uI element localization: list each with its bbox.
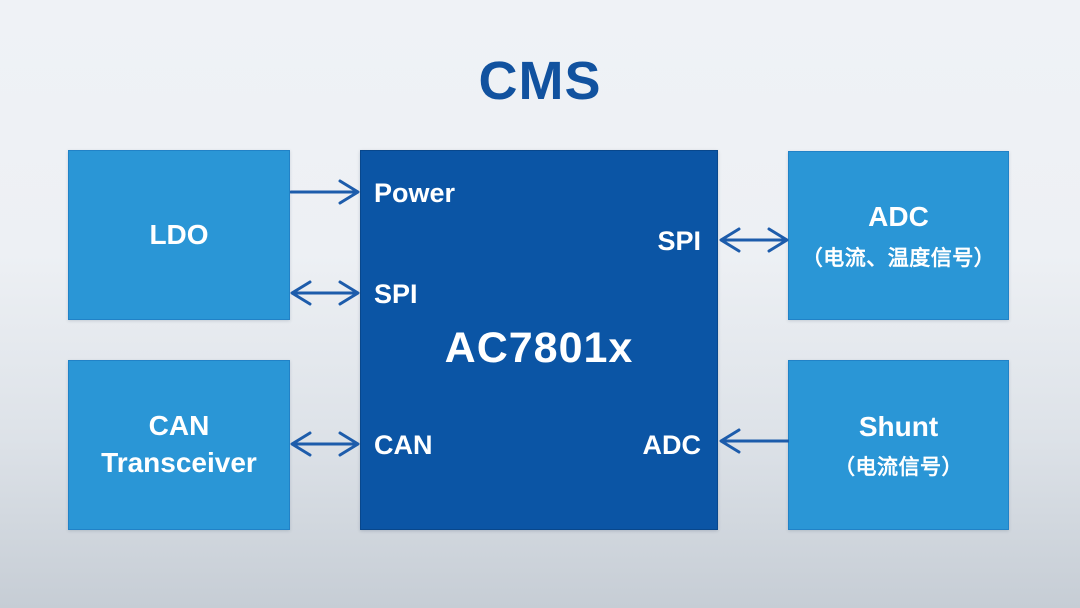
- adc-sublabel: （电流、温度信号）: [801, 246, 996, 270]
- chip-port-spi-right: SPI: [657, 226, 701, 256]
- chip-port-power: Power: [374, 178, 456, 208]
- arrow-ldo-spi-bidirectional-icon: [290, 273, 360, 313]
- shunt-sublabel: （电流信号）: [834, 456, 963, 480]
- block-ldo: LDO: [68, 150, 290, 320]
- chip-port-can: CAN: [374, 430, 433, 460]
- arrow-shunt-to-adc-icon: [719, 421, 789, 461]
- can-transceiver-label-line1: CAN: [148, 410, 210, 442]
- diagram-title: CMS: [478, 51, 602, 111]
- can-transceiver-label-line2: Transceiver: [101, 447, 257, 478]
- chip-name: AC7801x: [444, 324, 634, 372]
- chip-port-spi-left: SPI: [374, 279, 418, 309]
- arrow-ldo-to-power-icon: [290, 172, 360, 212]
- arrow-spi-adc-bidirectional-icon: [719, 220, 789, 260]
- block-ac7801x: Power SPI SPI CAN ADC AC7801x: [360, 150, 718, 530]
- block-shunt: Shunt （电流信号）: [788, 360, 1009, 530]
- adc-label: ADC: [868, 201, 929, 233]
- block-can-transceiver: CAN Transceiver: [68, 360, 290, 530]
- chip-port-adc: ADC: [642, 430, 702, 460]
- shunt-label: Shunt: [858, 410, 939, 442]
- ldo-label: LDO: [149, 218, 209, 250]
- block-adc: ADC （电流、温度信号）: [788, 151, 1009, 320]
- arrow-can-bidirectional-icon: [290, 424, 360, 464]
